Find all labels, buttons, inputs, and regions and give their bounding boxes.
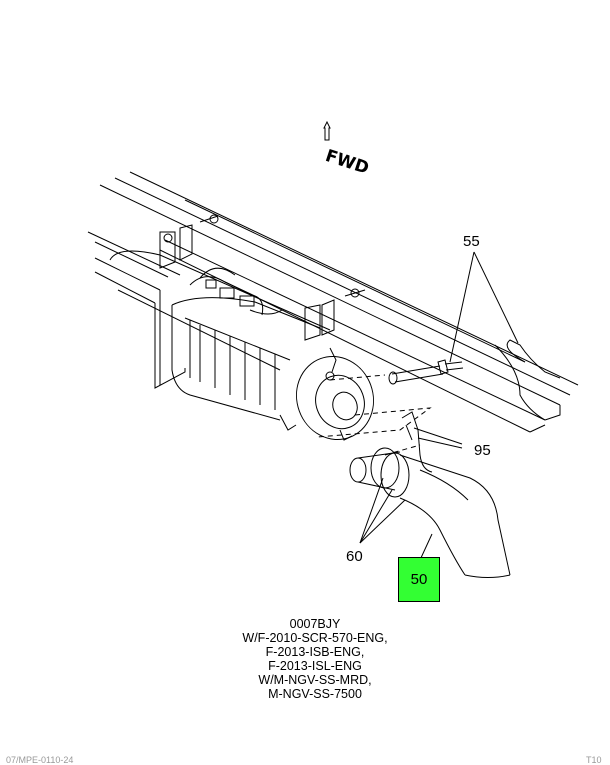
- lower-frame-rail: [87, 231, 186, 389]
- clamp-bracket-95: [401, 411, 433, 473]
- caption-line: F-2013-ISL-ENG: [268, 659, 362, 673]
- bolt-55: [388, 359, 464, 385]
- caption-line: W/F-2010-SCR-570-ENG,: [242, 631, 388, 645]
- callout-50: 50: [410, 571, 428, 588]
- caption-line: 0007BJY: [289, 617, 341, 631]
- frame-rail: [99, 171, 579, 433]
- callout-95: 95: [474, 442, 491, 459]
- callout-55: 55: [463, 233, 480, 250]
- callout-60: 60: [346, 548, 363, 565]
- caption-line: M-NGV-SS-7500: [268, 687, 362, 701]
- mounting-brackets: [159, 214, 366, 373]
- caption: 0007BJY W/F-2010-SCR-570-ENG, F-2013-ISB…: [180, 617, 450, 701]
- callout-50-highlight[interactable]: 50: [398, 557, 440, 602]
- aftertreatment-canister: [109, 250, 374, 441]
- caption-line: F-2013-ISB-ENG,: [265, 645, 365, 659]
- footer-left: 07/MPE-0110-24: [6, 755, 74, 765]
- caption-line: W/M-NGV-SS-MRD,: [258, 673, 372, 687]
- alignment-lines: [317, 374, 432, 456]
- exhaust-pipe-elbow: [349, 447, 511, 578]
- forward-arrow-icon: [323, 120, 331, 141]
- footer-right: T10: [586, 755, 602, 765]
- leader-lines: [359, 251, 519, 561]
